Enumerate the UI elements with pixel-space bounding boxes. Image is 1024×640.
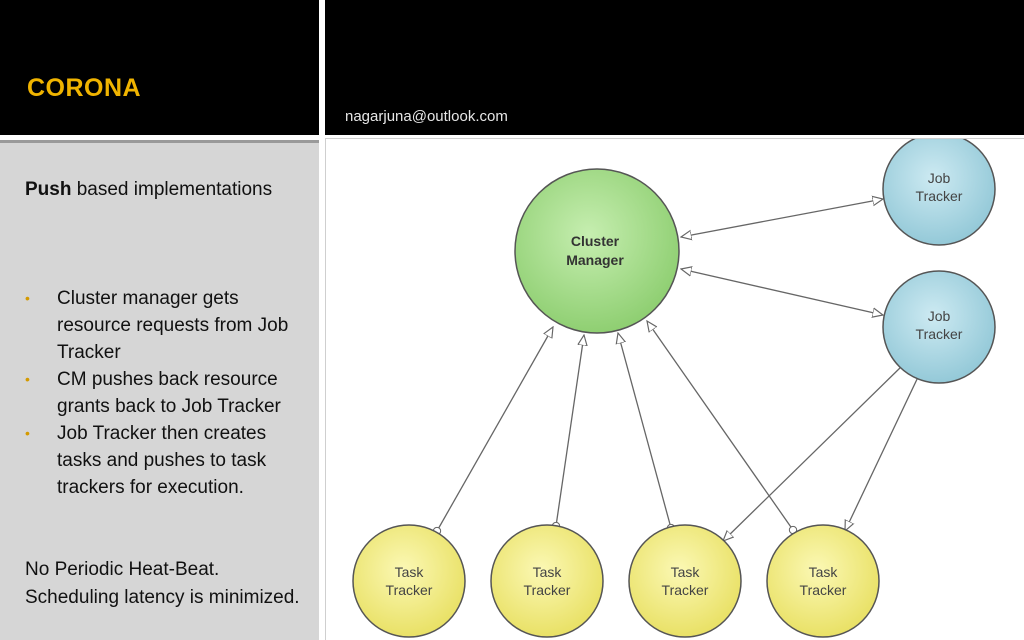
closing-line-1: No Periodic Heat-Beat. bbox=[25, 559, 220, 580]
job-tracker-node-2: Job Tracker bbox=[882, 270, 996, 384]
edge-jt2-tt4 bbox=[845, 375, 919, 531]
task-tracker-1-label-2: Tracker bbox=[386, 582, 433, 598]
slide-title: CORONA bbox=[27, 74, 142, 102]
bullet-dot-icon: • bbox=[25, 425, 30, 441]
job-tracker-node-1: Job Tracker bbox=[882, 139, 996, 246]
bullet-item: • CM pushes back resource grants back to … bbox=[25, 366, 305, 420]
closing-line-2: Scheduling latency is minimized. bbox=[25, 586, 300, 608]
job-tracker-1-label-2: Tracker bbox=[916, 188, 963, 204]
bullet-item: • Cluster manager gets resource requests … bbox=[25, 285, 305, 366]
bullet-dot-icon: • bbox=[25, 290, 30, 306]
intro-rest: based implementations bbox=[71, 179, 273, 200]
task-tracker-node-3: Task Tracker bbox=[628, 524, 742, 638]
task-tracker-1-label-1: Task bbox=[395, 564, 425, 580]
edge-cm-jt2 bbox=[681, 269, 883, 315]
job-tracker-2-label-2: Tracker bbox=[916, 326, 963, 342]
title-panel bbox=[0, 0, 319, 135]
task-tracker-node-4: Task Tracker bbox=[766, 524, 880, 638]
bullet-text: Job Tracker then creates tasks and pushe… bbox=[57, 423, 267, 498]
edge-tt2-cm bbox=[556, 335, 584, 526]
task-tracker-3-label-2: Tracker bbox=[662, 582, 709, 598]
bullet-dot-icon: • bbox=[25, 371, 30, 387]
task-tracker-4-label-1: Task bbox=[809, 564, 839, 580]
edge-tt1-cm bbox=[437, 327, 553, 531]
task-tracker-3-label-1: Task bbox=[671, 564, 701, 580]
author-email: nagarjuna@outlook.com bbox=[345, 108, 508, 125]
cluster-manager-node: Cluster Manager bbox=[514, 168, 680, 334]
task-tracker-node-2: Task Tracker bbox=[490, 524, 604, 638]
cluster-manager-label-2: Manager bbox=[566, 252, 624, 268]
edge-tt3-cm bbox=[618, 333, 671, 528]
job-tracker-1-label-1: Job bbox=[928, 170, 951, 186]
edge-tt4-cm bbox=[647, 321, 793, 530]
task-tracker-2-label-2: Tracker bbox=[524, 582, 571, 598]
job-tracker-2-label-1: Job bbox=[928, 308, 951, 324]
cluster-manager-label-1: Cluster bbox=[571, 233, 620, 249]
bullet-item: • Job Tracker then creates tasks and push… bbox=[25, 420, 305, 501]
edge-jt2-tt3 bbox=[723, 365, 903, 541]
intro-text: Push based implementations bbox=[25, 176, 305, 203]
task-tracker-node-1: Task Tracker bbox=[352, 524, 466, 638]
bullet-list: • Cluster manager gets resource requests … bbox=[25, 285, 305, 501]
architecture-diagram: Cluster Manager Job Tracker Job Tracker … bbox=[352, 139, 996, 638]
text-panel: Push based implementations • Cluster mana… bbox=[0, 140, 319, 640]
task-tracker-2-label-1: Task bbox=[533, 564, 563, 580]
edge-cm-jt1 bbox=[681, 199, 883, 237]
bullet-text: CM pushes back resource grants back to J… bbox=[57, 369, 281, 417]
closing-text: No Periodic Heat-Beat. Scheduling latenc… bbox=[25, 556, 310, 611]
diagram-panel: Cluster Manager Job Tracker Job Tracker … bbox=[325, 138, 1024, 640]
bullet-text: Cluster manager gets resource requests f… bbox=[57, 288, 289, 363]
intro-bold: Push bbox=[25, 179, 72, 200]
header-panel bbox=[325, 0, 1024, 135]
task-tracker-4-label-2: Tracker bbox=[800, 582, 847, 598]
